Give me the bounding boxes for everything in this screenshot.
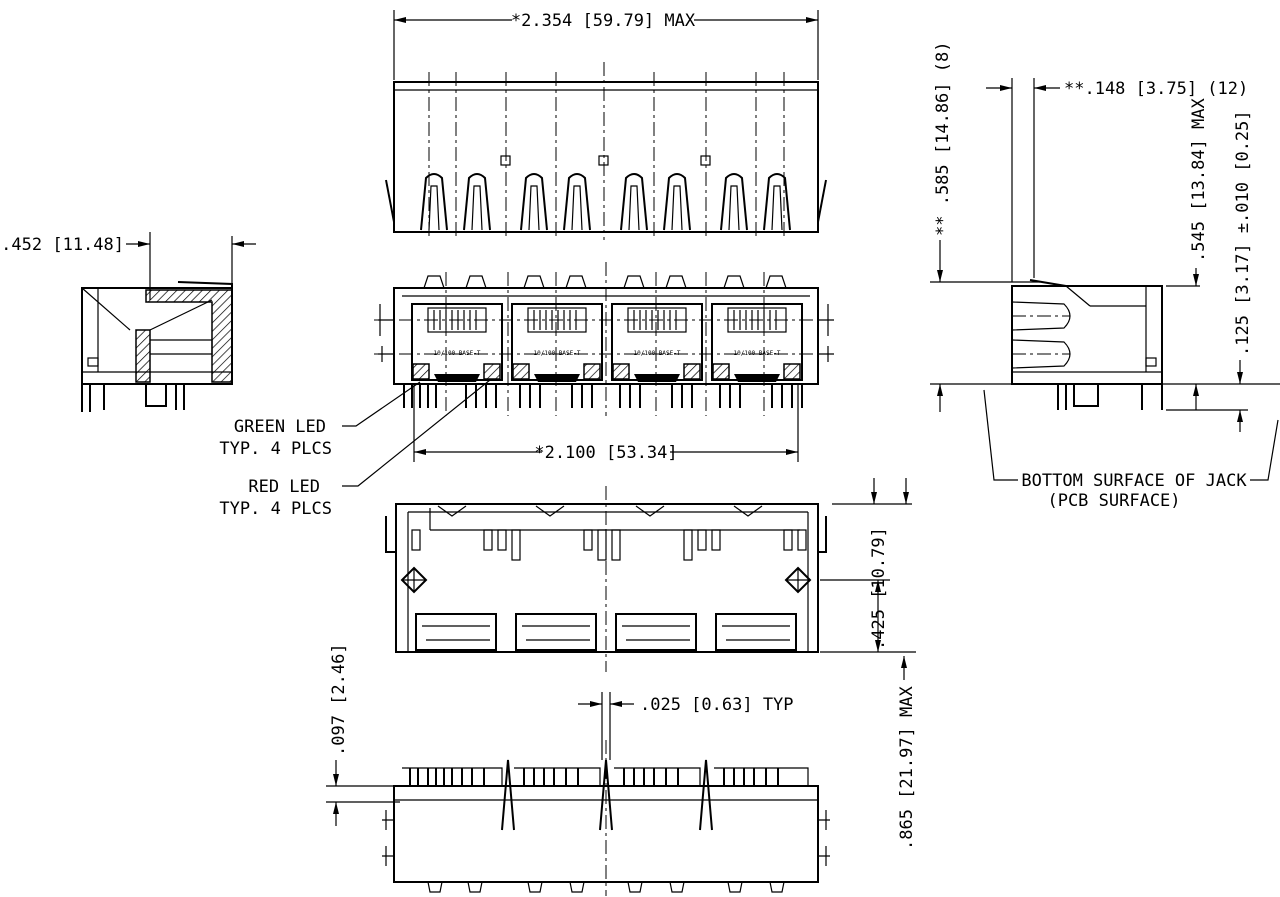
port-marking: 10/100 BASE-T	[634, 350, 681, 357]
right-side-view: **.148 [3.75] (12) ** .585 [14.86] (8) .…	[930, 42, 1280, 511]
port-marking: 10/100 BASE-T	[534, 350, 581, 357]
front-latch-tops	[423, 275, 787, 289]
pcb-surface-label: (PCB SURFACE)	[1047, 491, 1180, 511]
top-view: *2.354 [59.79] MAX	[385, 10, 827, 240]
height-max-dim: .545 [13.84] MAX	[1189, 97, 1209, 262]
bottom-surface-label: BOTTOM SURFACE OF JACK	[1021, 471, 1247, 491]
port-2: 10/100 BASE-T	[511, 303, 603, 382]
top-view-centerlines	[428, 62, 785, 240]
standoff-dim: .125 [3.17] ±.010 [0.25]	[1233, 110, 1253, 356]
green-led-qty: TYP. 4 PLCS	[219, 439, 332, 459]
port-marking: 10/100 BASE-T	[434, 350, 481, 357]
pin-pitch-dim: **.148 [3.75] (12)	[1064, 79, 1248, 99]
red-led-label: RED LED	[248, 477, 320, 497]
left-side-view: .452 [11.48]	[1, 232, 256, 412]
rear-view: .025 [0.63] TYP .097 [2.46] .865 [21.97]…	[326, 643, 917, 896]
side-depth-dim: .452 [11.48]	[1, 235, 124, 255]
rear-view-feet	[427, 881, 785, 893]
flange-dim: .097 [2.46]	[329, 643, 349, 756]
bottom-view-latches	[437, 505, 763, 517]
bottom-view-pin-blocks	[415, 613, 797, 651]
port-3: 10/100 BASE-T	[611, 303, 703, 382]
rear-view-pins	[409, 768, 779, 786]
bottom-view-posts	[411, 529, 807, 561]
pin-row-dim: .425 [10.79]	[869, 527, 889, 650]
red-led-qty: TYP. 4 PLCS	[219, 499, 332, 519]
port-marking: 10/100 BASE-T	[734, 350, 781, 357]
port-4: 10/100 BASE-T	[711, 303, 803, 382]
front-pins	[403, 384, 803, 408]
port-1: 10/100 BASE-T	[411, 303, 503, 382]
led-span-dim: *2.100 [53.34]	[534, 443, 677, 463]
height-total-dim: ** .585 [14.86] (8)	[933, 42, 953, 236]
overall-width-dim: *2.354 [59.79] MAX	[511, 11, 696, 31]
pin-thickness-dim: .025 [0.63] TYP	[640, 695, 794, 715]
overall-depth-dim: .865 [21.97] MAX	[897, 685, 917, 850]
top-view-latches	[420, 173, 791, 231]
front-view: 10/100 BASE-T 10/100 BASE-T 10/100 BASE-…	[219, 262, 834, 519]
bottom-view: .425 [10.79]	[385, 478, 916, 672]
green-led-label: GREEN LED	[234, 417, 326, 437]
